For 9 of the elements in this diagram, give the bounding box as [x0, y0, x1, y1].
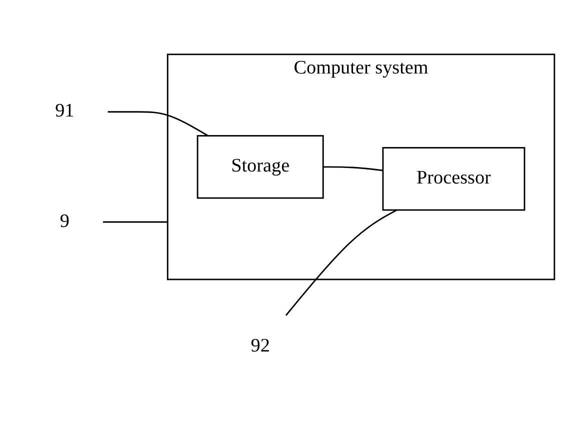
connector: [102, 221, 168, 223]
node-box: Processor: [382, 147, 526, 211]
node-box: Storage: [196, 135, 324, 199]
connector: [323, 166, 384, 172]
node-text: 9: [60, 211, 70, 232]
node-text: 91: [55, 101, 74, 122]
connector: [285, 209, 398, 316]
node-text: 92: [250, 336, 270, 356]
connector: [108, 111, 208, 136]
